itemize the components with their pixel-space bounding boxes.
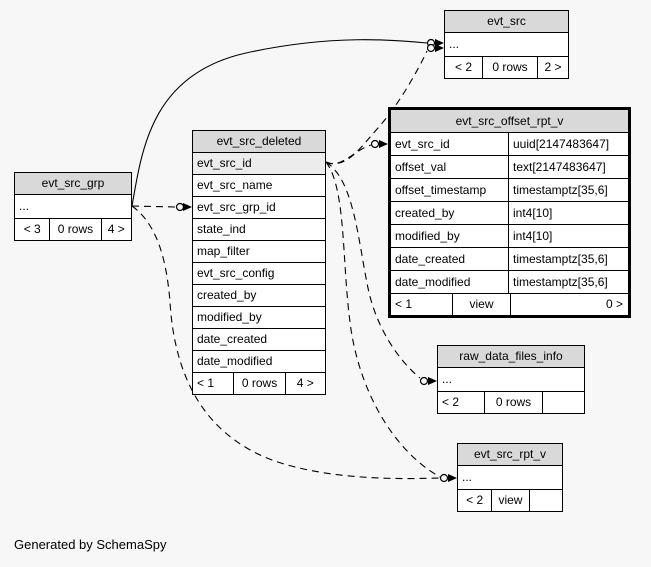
row-count: 0 rows	[485, 392, 543, 413]
column-name: map_filter	[197, 244, 250, 258]
column-row: created_by int4[10]	[391, 202, 628, 225]
parents-count: < 2	[458, 490, 493, 511]
edge-grp-to-rptv	[131, 205, 441, 480]
column-row: evt_src_config	[193, 263, 325, 285]
generated-by-caption: Generated by SchemaSpy	[14, 537, 167, 552]
column-row: modified_by	[193, 307, 325, 329]
table-stats: < 1 0 rows 4 >	[193, 373, 325, 394]
column-row: date_modified timestamptz[35,6]	[391, 271, 628, 294]
row-count: 0 rows	[50, 219, 102, 240]
column-name: modified_by	[391, 225, 509, 247]
column-name: state_ind	[197, 222, 246, 236]
endpoint-offset-evtsrcid	[370, 139, 388, 149]
table-stats: < 2 view	[458, 490, 562, 511]
edge-deleted-to-rawdata	[325, 161, 421, 379]
table-stats: < 2 0 rows 2 >	[445, 57, 568, 78]
table-evt-src[interactable]: evt_src ... < 2 0 rows 2 >	[444, 10, 569, 79]
table-evt-src-grp[interactable]: evt_src_grp ... < 3 0 rows 4 >	[14, 172, 132, 241]
column-row: evt_src_id uuid[2147483647]	[391, 133, 628, 156]
column-row: created_by	[193, 285, 325, 307]
column-name: date_created	[391, 248, 509, 270]
table-title[interactable]: evt_src	[445, 11, 568, 33]
parents-count: < 1	[193, 373, 235, 394]
column-row: evt_src_id	[193, 153, 325, 175]
parents-count: < 2	[445, 57, 483, 78]
children-count: 4 >	[107, 222, 125, 236]
table-title[interactable]: evt_src_deleted	[193, 131, 325, 153]
column-row: evt_src_grp_id	[193, 197, 325, 219]
column-name: date_modified	[391, 271, 509, 293]
column-type: text[2147483647]	[513, 160, 606, 174]
column-row: evt_src_name	[193, 175, 325, 197]
children-count	[530, 490, 562, 511]
column-type: int4[10]	[513, 229, 553, 243]
column-type: timestamptz[35,6]	[513, 252, 608, 266]
column-name: date_modified	[197, 354, 273, 368]
column-name: evt_src_grp_id	[197, 200, 276, 214]
table-raw-data-files-info[interactable]: raw_data_files_info ... < 2 0 rows	[437, 345, 585, 414]
edge-grp-to-evtsrc	[131, 39, 428, 207]
column-name: evt_src_config	[197, 266, 275, 280]
endpoint-deleted-grpid	[175, 202, 192, 212]
column-row: date_modified	[193, 351, 325, 373]
table-title[interactable]: evt_src_rpt_v	[458, 444, 562, 466]
column-name: created_by	[391, 202, 509, 224]
table-evt-src-offset-rpt-v[interactable]: evt_src_offset_rpt_v evt_src_id uuid[2147…	[388, 107, 631, 318]
column-type: timestamptz[35,6]	[513, 275, 608, 289]
edge-deleted-to-evtsrc	[325, 50, 428, 165]
table-title[interactable]: raw_data_files_info	[438, 346, 584, 368]
children-count: 4 >	[296, 376, 314, 390]
children-count: 2 >	[544, 60, 562, 74]
column-row: offset_val text[2147483647]	[391, 156, 628, 179]
column-row: date_created timestamptz[35,6]	[391, 248, 628, 271]
endpoint-evtsrc-dashed	[426, 43, 444, 53]
column-name: offset_val	[391, 156, 509, 178]
column-name: offset_timestamp	[391, 179, 509, 201]
edge-deleted-to-offset	[325, 144, 372, 165]
edge-grp-to-deleted	[131, 205, 176, 208]
children-count: 0 >	[605, 297, 623, 311]
table-evt-src-deleted[interactable]: evt_src_deleted evt_src_id evt_src_name …	[192, 130, 326, 395]
column-name: evt_src_id	[197, 156, 252, 170]
table-title[interactable]: evt_src_offset_rpt_v	[391, 110, 628, 133]
column-name: created_by	[197, 288, 257, 302]
parents-count: < 2	[438, 392, 486, 413]
column-row: state_ind	[193, 219, 325, 241]
endpoint-rawdata	[419, 376, 437, 386]
collapsed-columns: ...	[15, 195, 131, 219]
collapsed-columns: ...	[445, 33, 568, 57]
row-count: 0 rows	[483, 57, 538, 78]
table-stats: < 3 0 rows 4 >	[15, 219, 131, 240]
column-row: map_filter	[193, 241, 325, 263]
column-name: date_created	[197, 332, 268, 346]
table-stats: < 1 view 0 >	[391, 294, 628, 315]
column-type: timestamptz[35,6]	[513, 183, 608, 197]
parents-count: < 3	[15, 219, 51, 240]
edge-deleted-to-rptv	[325, 161, 441, 478]
column-row: modified_by int4[10]	[391, 225, 628, 248]
view-label: view	[453, 294, 511, 315]
column-row: offset_timestamp timestamptz[35,6]	[391, 179, 628, 202]
endpoint-rptv	[439, 473, 457, 483]
table-evt-src-rpt-v[interactable]: evt_src_rpt_v ... < 2 view	[457, 443, 563, 512]
table-title[interactable]: evt_src_grp	[15, 173, 131, 195]
column-name: modified_by	[197, 310, 262, 324]
column-type: int4[10]	[513, 206, 553, 220]
parents-count: < 1	[391, 294, 453, 315]
collapsed-columns: ...	[458, 466, 562, 490]
column-type: uuid[2147483647]	[513, 137, 610, 151]
row-count: 0 rows	[234, 373, 286, 394]
column-name: evt_src_id	[391, 133, 509, 155]
column-name: evt_src_name	[197, 178, 273, 192]
table-stats: < 2 0 rows	[438, 392, 584, 413]
children-count	[543, 392, 584, 413]
column-row: date_created	[193, 329, 325, 351]
collapsed-columns: ...	[438, 368, 584, 392]
view-label: view	[492, 490, 530, 511]
